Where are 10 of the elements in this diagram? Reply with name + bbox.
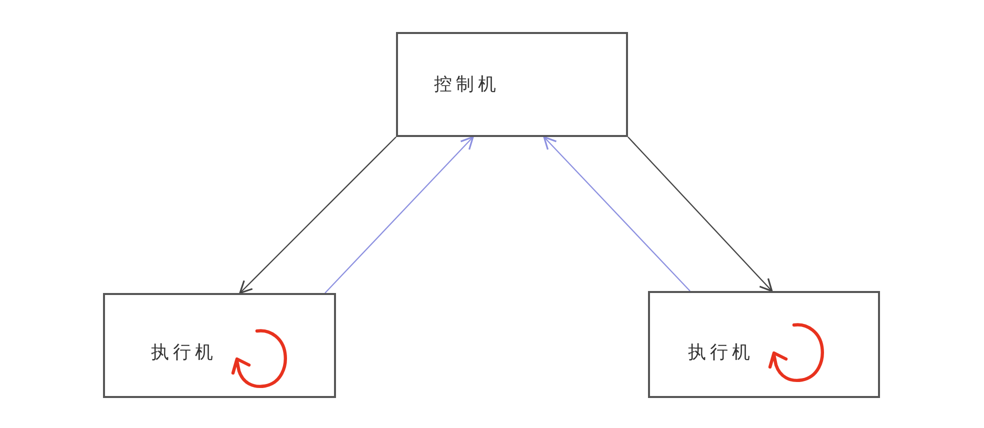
process-box (103, 293, 336, 398)
process-box (648, 291, 880, 398)
arrow (543, 136, 690, 292)
arrow (324, 136, 474, 294)
arrow (628, 136, 773, 292)
process-box (396, 32, 628, 137)
node-label: 执行机 (688, 342, 754, 364)
node-label: 控制机 (434, 74, 500, 96)
node-label: 执行机 (151, 342, 217, 364)
arrow (239, 136, 396, 294)
